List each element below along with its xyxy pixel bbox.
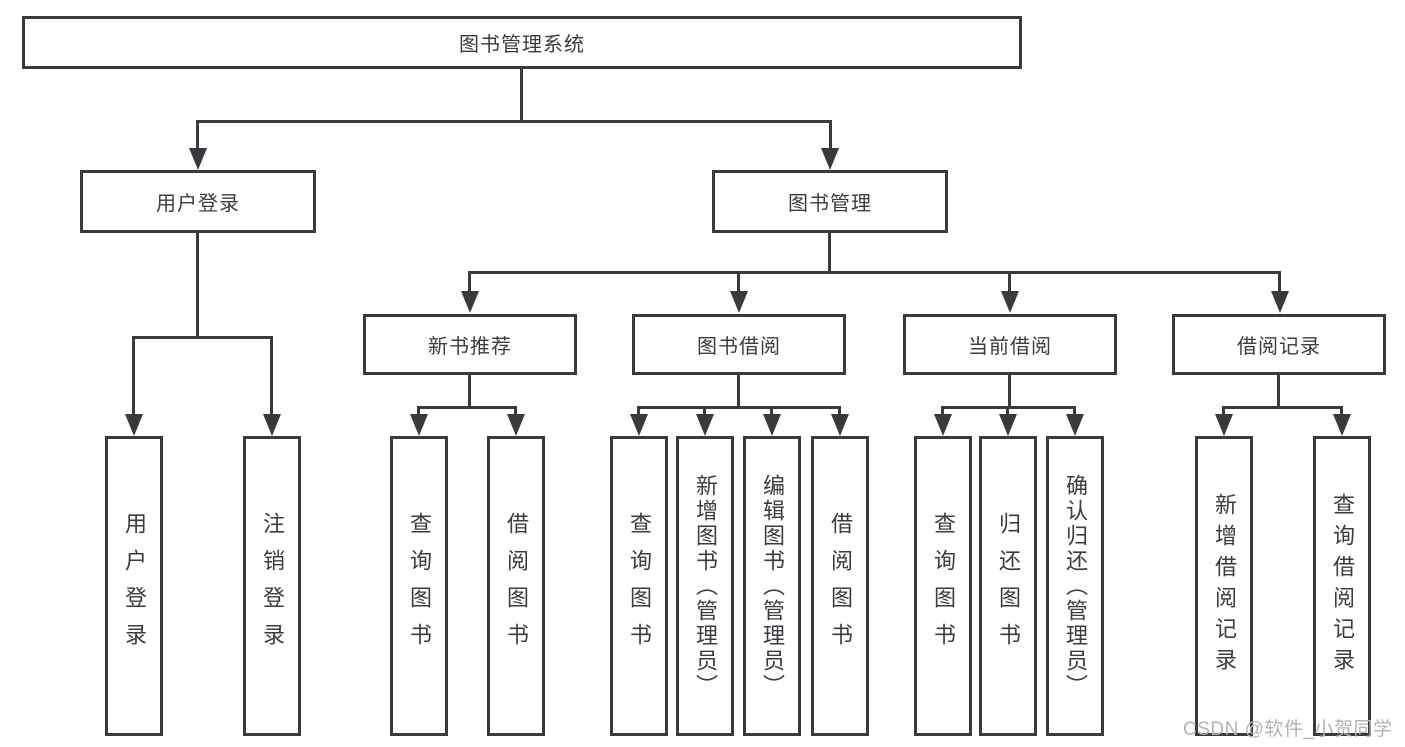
connector-line	[514, 406, 517, 418]
arrow-down-icon	[125, 414, 143, 436]
connector-line	[520, 69, 523, 121]
connector-line	[1224, 406, 1343, 409]
connector-line	[468, 375, 471, 407]
connector-line	[1277, 375, 1280, 407]
leaf-user-login: 用户登录	[105, 436, 163, 736]
leaf-query-books-current-label: 查询图书	[931, 512, 956, 660]
connector-line	[1222, 406, 1225, 418]
arrow-down-icon	[763, 414, 781, 436]
node-new-book-recommendation-label: 新书推荐	[428, 336, 512, 358]
connector-line	[1006, 406, 1009, 418]
arrow-down-icon	[1001, 291, 1019, 313]
leaf-edit-books-admin: 编辑图书（管理员）	[743, 436, 801, 736]
leaf-query-books-recommend: 查询图书	[390, 436, 448, 736]
connector-line	[419, 406, 517, 409]
connector-line	[1278, 271, 1281, 293]
node-new-book-recommendation: 新书推荐	[363, 314, 577, 375]
arrow-down-icon	[696, 414, 714, 436]
connector-line	[132, 336, 135, 416]
arrow-down-icon	[1066, 414, 1084, 436]
connector-line	[829, 120, 832, 150]
connector-line	[196, 120, 199, 150]
leaf-edit-books-admin-label: 编辑图书（管理员）	[760, 473, 785, 699]
arrow-down-icon	[461, 291, 479, 313]
arrow-down-icon	[821, 148, 839, 170]
node-book-management: 图书管理	[712, 170, 948, 233]
connector-line	[637, 406, 640, 418]
arrow-down-icon	[1215, 414, 1233, 436]
connector-line	[270, 336, 273, 416]
node-borrowing-records: 借阅记录	[1172, 314, 1386, 375]
leaf-query-borrow-record: 查询借阅记录	[1313, 436, 1371, 736]
leaf-query-books-borrowing-label: 查询图书	[627, 512, 652, 660]
leaf-logout-label: 注销登录	[260, 512, 285, 660]
arrow-down-icon	[730, 291, 748, 313]
leaf-user-login-label: 用户登录	[122, 512, 147, 660]
leaf-borrow-books-borrowing-label: 借阅图书	[828, 512, 853, 660]
connector-line	[770, 406, 773, 418]
connector-line	[1008, 271, 1011, 293]
arrow-down-icon	[507, 414, 525, 436]
connector-line	[1008, 375, 1011, 407]
arrow-down-icon	[831, 414, 849, 436]
arrow-down-icon	[1333, 414, 1351, 436]
node-library-management-system: 图书管理系统	[22, 16, 1022, 69]
connector-line	[941, 406, 944, 418]
connector-line	[197, 120, 832, 123]
arrow-down-icon	[410, 414, 428, 436]
connector-line	[196, 233, 199, 337]
arrow-down-icon	[630, 414, 648, 436]
leaf-return-books: 归还图书	[979, 436, 1037, 736]
leaf-confirm-return-admin: 确认归还（管理员）	[1046, 436, 1104, 736]
leaf-borrow-books-recommend-label: 借阅图书	[504, 512, 529, 660]
node-book-borrowing-label: 图书借阅	[697, 336, 781, 358]
leaf-query-books-recommend-label: 查询图书	[407, 512, 432, 660]
leaf-add-borrow-record-label: 新增借阅记录	[1212, 493, 1237, 679]
watermark: CSDN @软件_小贺同学	[1183, 719, 1393, 740]
connector-line	[1073, 406, 1076, 418]
leaf-query-books-current: 查询图书	[914, 436, 972, 736]
connector-line	[639, 406, 841, 409]
root-node-label: 图书管理系统	[459, 34, 585, 56]
node-current-borrowing-label: 当前借阅	[968, 336, 1052, 358]
leaf-query-borrow-record-label: 查询借阅记录	[1330, 493, 1355, 679]
arrow-down-icon	[934, 414, 952, 436]
connector-line	[943, 406, 1076, 409]
connector-line	[417, 406, 420, 418]
leaf-return-books-label: 归还图书	[996, 512, 1021, 660]
connector-line	[737, 271, 740, 293]
connector-line	[737, 375, 740, 407]
leaf-borrow-books-recommend: 借阅图书	[487, 436, 545, 736]
node-book-management-label: 图书管理	[788, 193, 872, 215]
node-borrowing-records-label: 借阅记录	[1237, 336, 1321, 358]
connector-line	[470, 271, 1280, 274]
arrow-down-icon	[1271, 291, 1289, 313]
leaf-borrow-books-borrowing: 借阅图书	[811, 436, 869, 736]
node-current-borrowing: 当前借阅	[903, 314, 1117, 375]
connector-line	[134, 336, 272, 339]
node-user-login-label: 用户登录	[156, 193, 240, 215]
leaf-add-books-admin: 新增图书（管理员）	[676, 436, 734, 736]
arrow-down-icon	[263, 414, 281, 436]
arrow-down-icon	[189, 148, 207, 170]
connector-line	[1340, 406, 1343, 418]
leaf-confirm-return-admin-label: 确认归还（管理员）	[1063, 473, 1088, 699]
arrow-down-icon	[999, 414, 1017, 436]
leaf-add-borrow-record: 新增借阅记录	[1195, 436, 1253, 736]
leaf-logout: 注销登录	[243, 436, 301, 736]
connector-line	[468, 271, 471, 293]
node-user-login: 用户登录	[80, 170, 316, 233]
connector-line	[838, 406, 841, 418]
leaf-add-books-admin-label: 新增图书（管理员）	[693, 473, 718, 699]
connector-line	[703, 406, 706, 418]
connector-line	[828, 233, 831, 273]
node-book-borrowing: 图书借阅	[632, 314, 846, 375]
leaf-query-books-borrowing: 查询图书	[610, 436, 668, 736]
